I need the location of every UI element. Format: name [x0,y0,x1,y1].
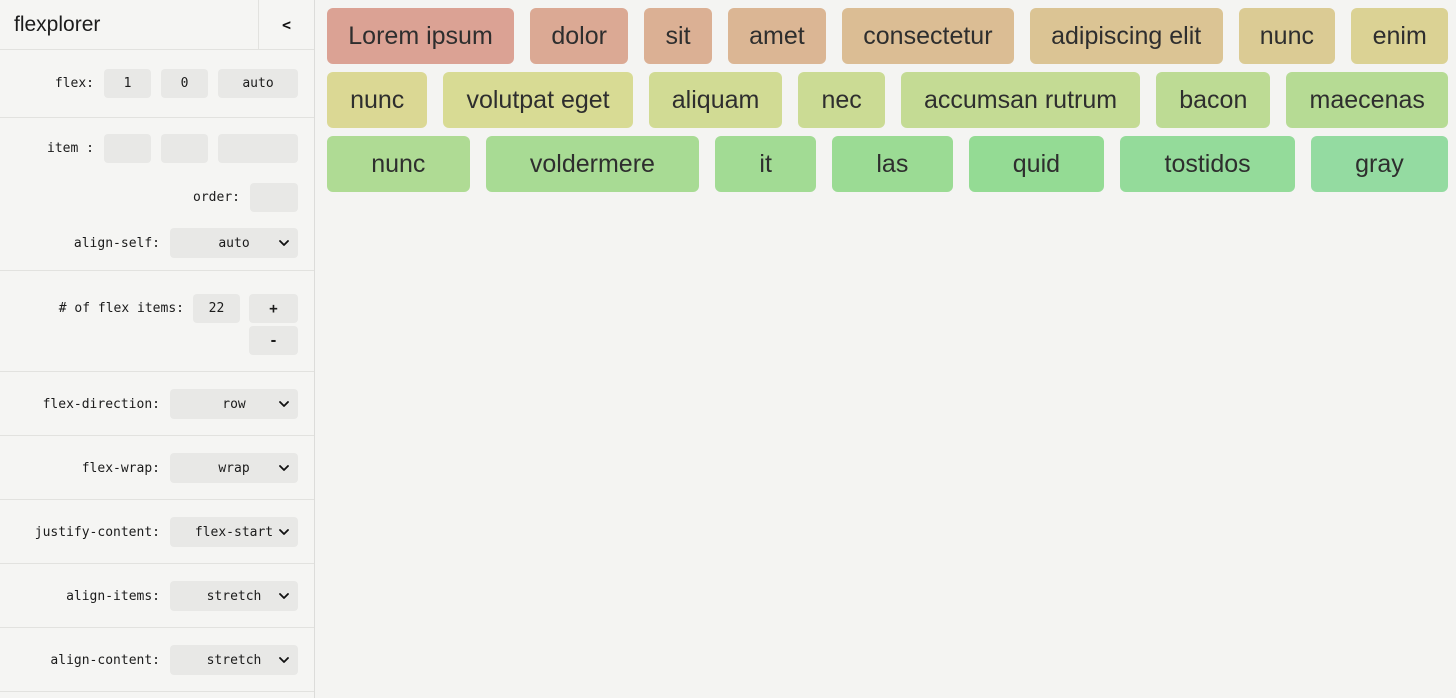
chevron-down-icon [279,401,289,407]
align-self-label: align-self: [73,235,160,251]
justify-content-label: justify-content: [34,524,160,540]
flex-item: bacon [1156,72,1271,128]
flex-row: nunc volutpat eget aliquam nec accumsan … [319,68,1456,132]
sidebar-collapse-button[interactable]: < [258,0,314,49]
flex-shorthand-section: flex: [0,50,314,118]
flex-item: consectetur [842,8,1014,64]
flex-item: amet [727,8,826,64]
flex-item: maecenas [1286,72,1448,128]
flex-row: Lorem ipsum dolor sit amet consectetur a… [319,4,1456,68]
item-basis-input[interactable] [218,134,298,163]
increment-button[interactable]: + [249,294,298,323]
align-content-section: align-content: stretch [0,628,314,692]
align-items-select[interactable]: stretch [170,581,298,611]
flex-playground: Lorem ipsum dolor sit amet consectetur a… [315,0,1456,698]
flex-row: nunc voldermere it las quid tostidos gra… [319,132,1456,196]
count-stepper: + - [249,294,298,355]
chevron-down-icon [279,593,289,599]
flex-item: accumsan rutrum [900,72,1141,128]
sidebar-header: flexplorer < [0,0,314,50]
order-label: order: [193,190,240,205]
flex-item: adipiscing elit [1029,8,1223,64]
flex-wrap-label: flex-wrap: [81,460,160,476]
flex-item: aliquam [648,72,783,128]
sidebar: flexplorer < flex: item : order: [0,0,315,698]
flex-item: las [832,136,953,192]
chevron-down-icon [279,529,289,535]
item-label: item : [47,141,94,156]
chevron-down-icon [279,657,289,663]
flex-grow-input[interactable] [104,69,151,98]
flex-item: gray [1310,136,1448,192]
flex-count-section: # of flex items: + - [0,271,314,372]
flex-item: dolor [530,8,629,64]
flex-item: volutpat eget [443,72,633,128]
align-items-section: align-items: stretch [0,564,314,628]
page-title: flexplorer [14,12,101,36]
chevron-down-icon [279,465,289,471]
flex-item: Lorem ipsum [327,8,515,64]
item-grow-input[interactable] [104,134,151,163]
flex-item: tostidos [1120,136,1295,192]
flex-item: sit [644,8,712,64]
flex-item: quid [968,136,1105,192]
justify-content-section: justify-content: flex-start [0,500,314,564]
flex-basis-input[interactable] [218,69,298,98]
flex-item: nec [798,72,885,128]
flex-item: nunc [327,72,428,128]
flex-shrink-input[interactable] [161,69,208,98]
flex-shorthand-label: flex: [54,76,94,91]
order-input[interactable] [250,183,298,212]
align-content-label: align-content: [50,652,160,668]
align-items-label: align-items: [66,588,160,604]
flex-count-input[interactable] [193,294,240,323]
flex-item: voldermere [485,136,700,192]
decrement-button[interactable]: - [249,326,298,355]
flex-direction-section: flex-direction: row [0,372,314,436]
justify-content-select[interactable]: flex-start [170,517,298,547]
item-shrink-input[interactable] [161,134,208,163]
flex-item: it [715,136,817,192]
flex-direction-label: flex-direction: [42,396,160,412]
flex-direction-select[interactable]: row [170,389,298,419]
flex-wrap-section: flex-wrap: wrap [0,436,314,500]
chevron-down-icon [279,240,289,246]
flex-item: nunc [327,136,470,192]
flex-item: nunc [1238,8,1336,64]
align-content-select[interactable]: stretch [170,645,298,675]
flex-count-label: # of flex items: [58,301,184,316]
flex-item: enim [1351,8,1449,64]
item-section: item : order: align-self: auto [0,118,314,271]
align-self-select[interactable]: auto [170,228,298,258]
flex-wrap-select[interactable]: wrap [170,453,298,483]
